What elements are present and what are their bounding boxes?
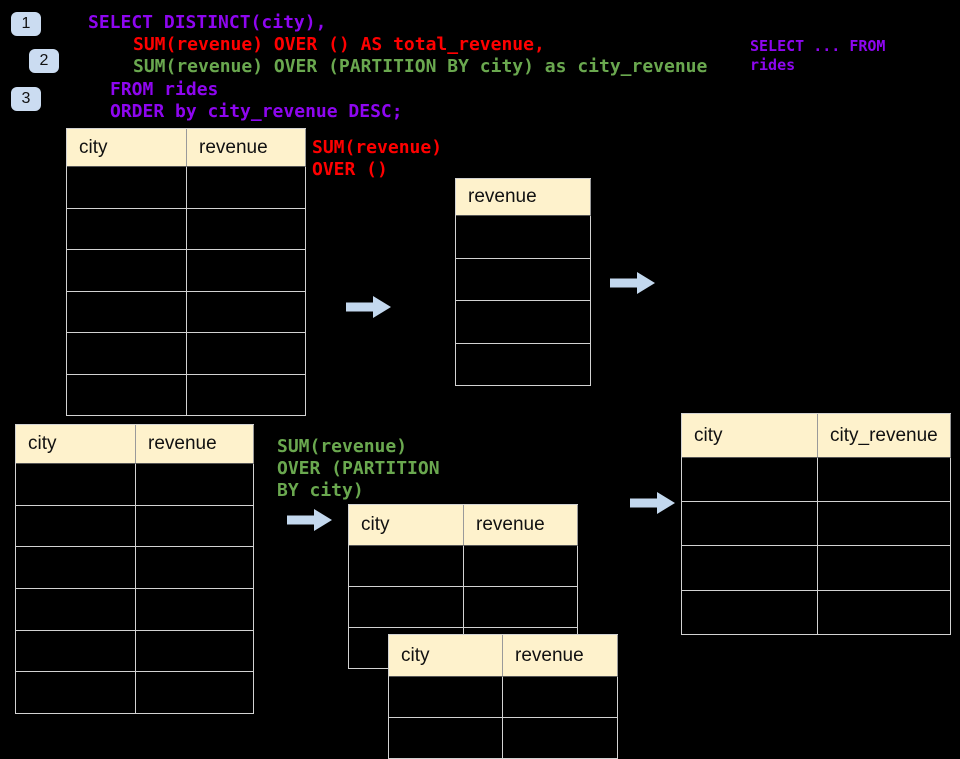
total-revenue-label-line2: OVER () bbox=[312, 159, 388, 180]
table-cell bbox=[682, 458, 818, 503]
table-cell bbox=[682, 590, 818, 635]
table-cell bbox=[456, 216, 591, 259]
table-cell bbox=[67, 291, 187, 333]
side-code-rides: rides bbox=[750, 56, 796, 74]
table-cell bbox=[67, 333, 187, 375]
table-cell bbox=[187, 208, 306, 250]
table-cell bbox=[349, 587, 464, 628]
arrow-source-to-total-icon bbox=[346, 296, 391, 318]
side-code-select-from: SELECT ... FROM bbox=[750, 37, 886, 55]
table-cell bbox=[187, 167, 306, 209]
column-header-city: city bbox=[682, 414, 818, 458]
table-cell bbox=[349, 546, 464, 587]
table-cell bbox=[67, 374, 187, 416]
sql-line-partition-sum: SUM(revenue) OVER (PARTITION BY city) as… bbox=[133, 56, 708, 77]
partition-label-line1: SUM(revenue) bbox=[277, 436, 408, 457]
table-cell bbox=[67, 208, 187, 250]
sql-line-total-sum: SUM(revenue) OVER () AS total_revenue, bbox=[133, 34, 545, 55]
sql-line-order-by: ORDER by city_revenue DESC; bbox=[110, 101, 403, 122]
table-cell bbox=[503, 677, 618, 718]
total-revenue-label-line1: SUM(revenue) bbox=[312, 137, 443, 158]
column-header-revenue: revenue bbox=[503, 635, 618, 677]
column-header-city: city bbox=[349, 505, 464, 546]
table-cell bbox=[187, 333, 306, 375]
table-cell bbox=[187, 250, 306, 292]
table-cell bbox=[503, 718, 618, 759]
table-cell bbox=[187, 374, 306, 416]
table-cell bbox=[16, 464, 136, 506]
column-header-city: city bbox=[389, 635, 503, 677]
table-cell bbox=[456, 301, 591, 344]
table-cell bbox=[16, 672, 136, 715]
table-cell bbox=[136, 589, 254, 631]
table-cell bbox=[136, 547, 254, 590]
partition-label-line2: OVER (PARTITION bbox=[277, 458, 440, 479]
total-revenue-table: revenue bbox=[455, 178, 591, 386]
column-header-city: city bbox=[67, 129, 187, 167]
table-cell bbox=[818, 458, 951, 503]
table-cell bbox=[136, 672, 254, 715]
column-header-revenue: revenue bbox=[136, 425, 254, 464]
table-cell bbox=[16, 547, 136, 590]
table-cell bbox=[456, 258, 591, 301]
source-table-bottom: city revenue bbox=[15, 424, 254, 715]
step-3-badge: 3 bbox=[11, 87, 41, 111]
table-cell bbox=[16, 589, 136, 631]
column-header-revenue: revenue bbox=[464, 505, 578, 546]
column-header-city: city bbox=[16, 425, 136, 464]
table-cell bbox=[389, 718, 503, 759]
sql-line-select: SELECT DISTINCT(city), bbox=[88, 12, 327, 33]
table-cell bbox=[136, 630, 254, 673]
table-cell bbox=[818, 546, 951, 591]
table-cell bbox=[464, 587, 578, 628]
step-2-badge: 2 bbox=[29, 49, 59, 73]
table-cell bbox=[464, 546, 578, 587]
column-header-revenue: revenue bbox=[456, 179, 591, 216]
sql-line-from: FROM rides bbox=[110, 79, 219, 100]
table-cell bbox=[16, 505, 136, 548]
table-cell bbox=[136, 464, 254, 506]
table-cell bbox=[67, 250, 187, 292]
source-table-top: city revenue bbox=[66, 128, 306, 416]
city-revenue-result-table: city city_revenue bbox=[681, 413, 951, 635]
column-header-city-revenue: city_revenue bbox=[818, 414, 951, 458]
table-cell bbox=[682, 502, 818, 547]
table-cell bbox=[389, 677, 503, 718]
arrow-source-to-partition-icon bbox=[287, 509, 332, 531]
partition-label-line3: BY city) bbox=[277, 480, 364, 501]
table-cell bbox=[682, 546, 818, 591]
table-cell bbox=[456, 343, 591, 386]
table-cell bbox=[187, 291, 306, 333]
step-1-badge: 1 bbox=[11, 12, 41, 36]
partition-table-front: city revenue bbox=[388, 634, 618, 759]
table-cell bbox=[818, 502, 951, 547]
column-header-revenue: revenue bbox=[187, 129, 306, 167]
table-cell bbox=[16, 630, 136, 673]
table-cell bbox=[818, 590, 951, 635]
arrow-total-out-icon bbox=[610, 272, 655, 294]
table-cell bbox=[67, 167, 187, 209]
table-cell bbox=[136, 505, 254, 548]
arrow-partition-to-result-icon bbox=[630, 492, 675, 514]
